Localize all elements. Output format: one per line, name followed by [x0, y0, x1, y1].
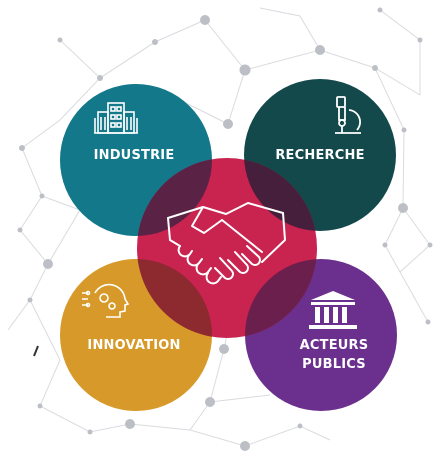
edge-mark	[33, 345, 39, 357]
acteurs-label-line1: ACTEURS	[300, 338, 369, 353]
microscope-icon	[335, 96, 361, 134]
recherche-overlap	[244, 158, 317, 231]
industrie-overlap	[137, 158, 212, 236]
innovation-overlap	[137, 259, 212, 338]
recherche-label: RECHERCHE	[275, 148, 364, 163]
acteurs-overlap	[245, 259, 317, 338]
innovation-label: INNOVATION	[87, 338, 180, 353]
acteurs-label-line2: PUBLICS	[302, 357, 366, 372]
building-icon	[94, 102, 138, 134]
handshake-icon	[167, 202, 286, 285]
institution-icon	[309, 291, 357, 329]
head-gears-icon	[82, 283, 130, 318]
network-nodes	[17, 7, 433, 451]
industrie-label: INDUSTRIE	[94, 148, 175, 163]
